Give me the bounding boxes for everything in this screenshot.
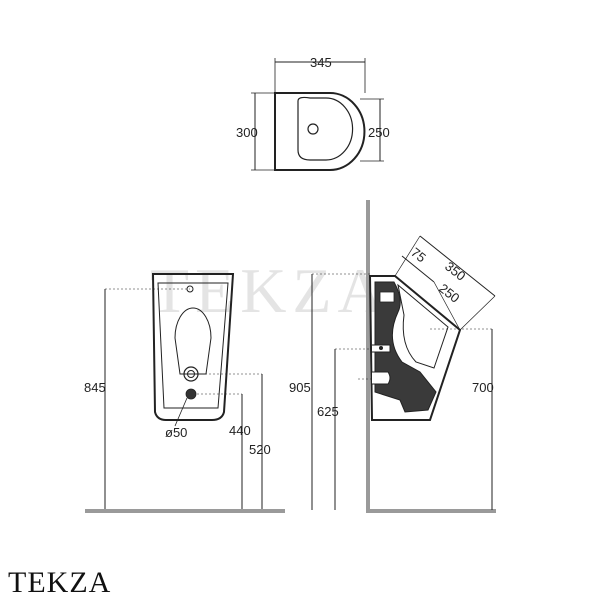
brand-logo: TEKZA xyxy=(8,566,112,599)
wall-line xyxy=(366,200,370,513)
leader-diameter xyxy=(174,397,188,427)
side-view-inlet xyxy=(379,291,395,303)
label-bottom-height: 700 xyxy=(472,380,494,395)
front-view-inner xyxy=(157,282,229,409)
floor-line-front xyxy=(85,509,285,513)
top-view-bowl xyxy=(297,96,354,161)
label-width: 345 xyxy=(310,55,332,70)
label-height-front: 845 xyxy=(84,380,106,395)
floor-line-side xyxy=(366,509,496,513)
front-view xyxy=(104,273,263,510)
label-inner-depth-side: 250 xyxy=(436,281,462,306)
label-outlet-height-side: 625 xyxy=(317,404,339,419)
front-view-outline xyxy=(151,273,235,421)
dim-line-offset xyxy=(401,255,435,283)
top-view xyxy=(251,58,384,171)
dim-line-top-depth xyxy=(419,235,496,297)
label-outlet-height: 440 xyxy=(229,423,251,438)
label-depth: 300 xyxy=(236,125,258,140)
front-view-outlet-inner xyxy=(187,370,195,378)
top-view-outline xyxy=(274,92,366,171)
top-view-drain xyxy=(307,123,319,135)
side-view-outline xyxy=(368,275,462,421)
side-view-outlet xyxy=(372,371,391,385)
front-view-outlet xyxy=(185,388,197,400)
label-outlet-diameter: ø50 xyxy=(165,425,187,440)
label-offset: 75 xyxy=(408,245,429,266)
label-total-height: 905 xyxy=(289,380,311,395)
front-view-bowl xyxy=(174,307,212,375)
label-inner-depth: 250 xyxy=(368,125,390,140)
watermark: TEKZA xyxy=(150,255,390,326)
label-inlet-height: 520 xyxy=(249,442,271,457)
side-view-bowl xyxy=(397,283,449,369)
side-view xyxy=(311,235,496,510)
